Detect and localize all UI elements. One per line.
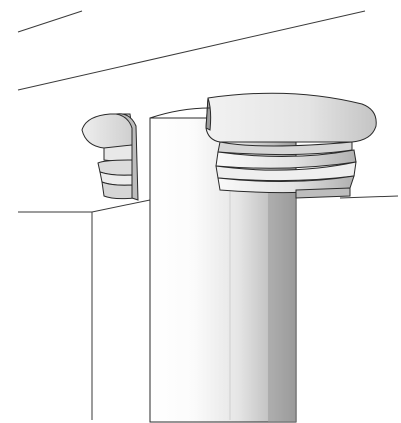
column-top-rim xyxy=(149,107,211,119)
ceiling-lines xyxy=(17,10,366,91)
full-capital xyxy=(205,92,377,199)
half-capital xyxy=(81,113,139,201)
